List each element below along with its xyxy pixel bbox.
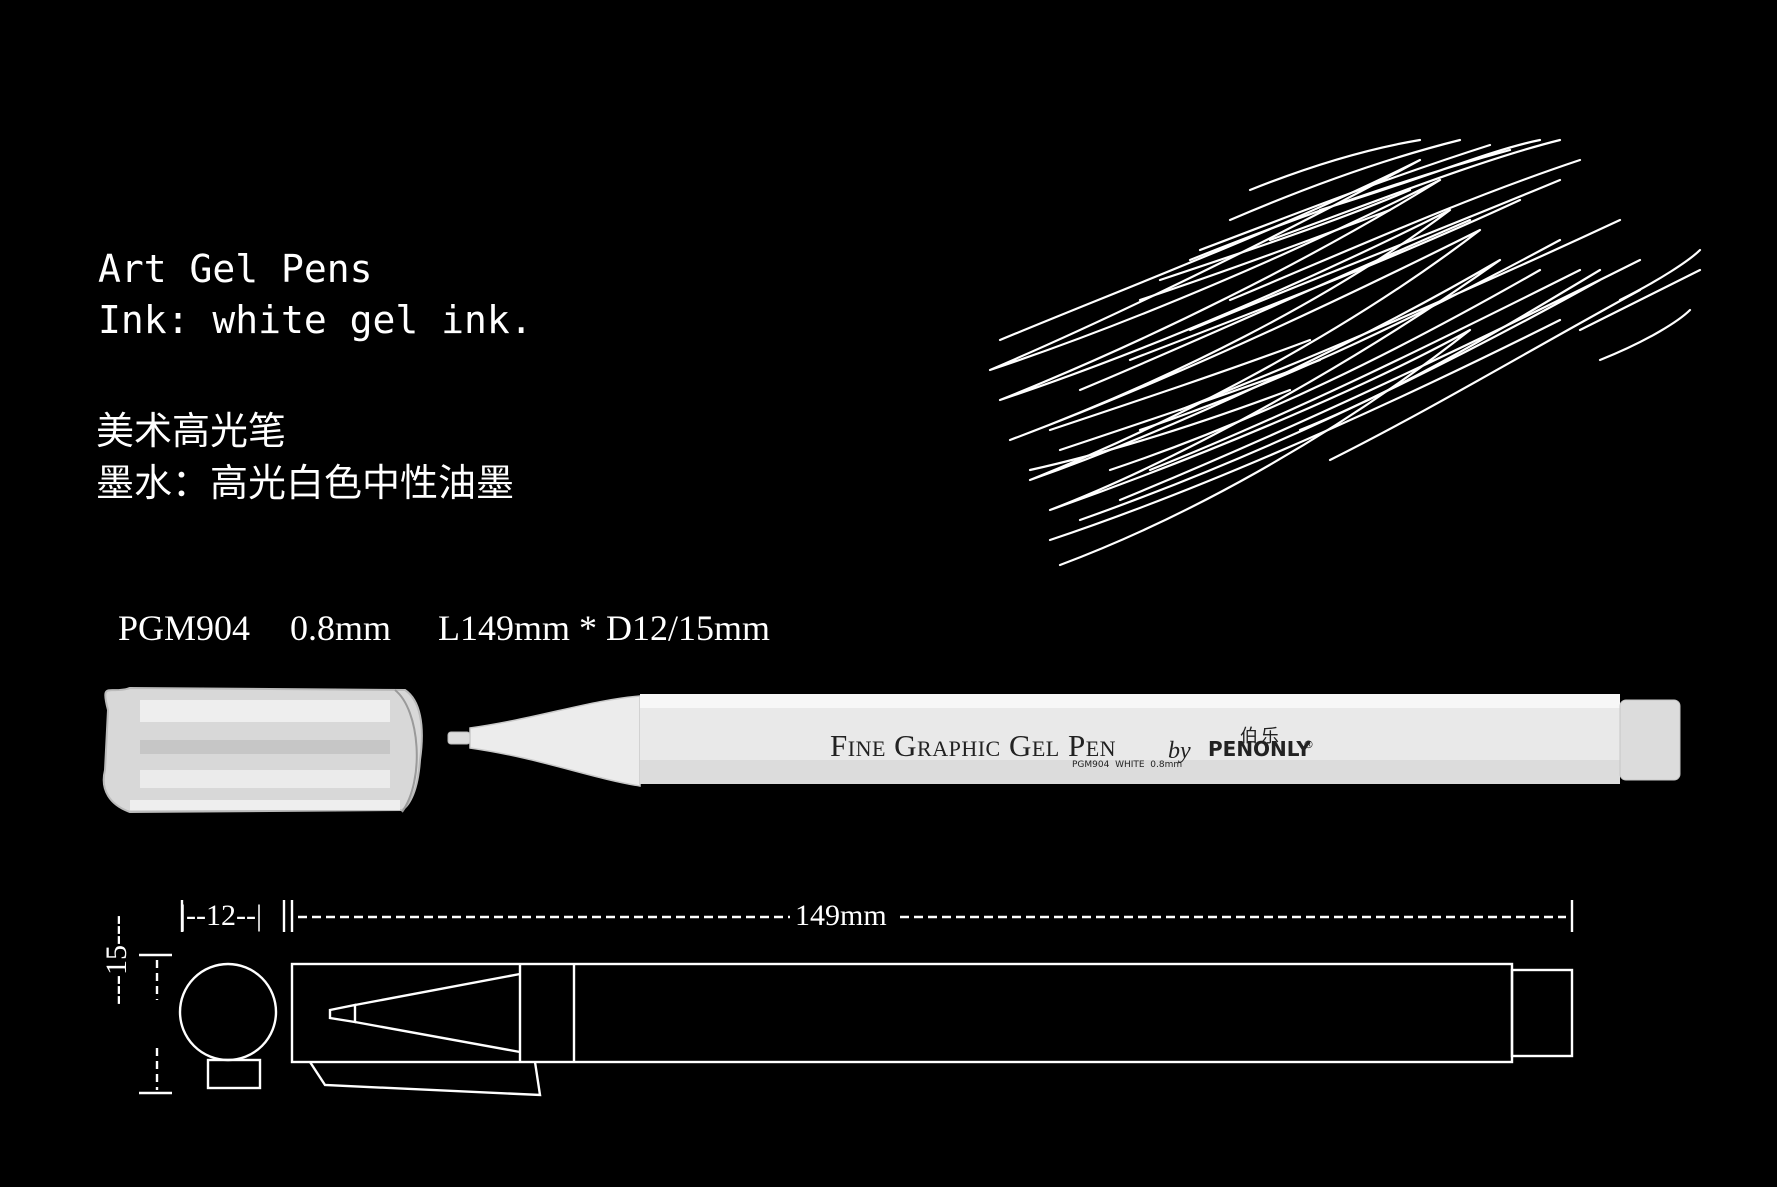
length-dimension-label: 149mm bbox=[795, 899, 887, 932]
pen-by-label: by bbox=[1168, 738, 1191, 764]
chinese-title: 美术高光笔 bbox=[96, 409, 287, 453]
pen-end-plug bbox=[1619, 699, 1681, 781]
pen-product-name: Fine Graphic Gel Pen bbox=[830, 728, 1117, 763]
english-ink-line: Ink: white gel ink. bbox=[98, 298, 533, 342]
pen-brand-cn: 伯乐 bbox=[1240, 726, 1282, 747]
chinese-ink-line: 墨水：高光白色中性油墨 bbox=[96, 461, 515, 505]
pen-dimensions: L149mm * D12/15mm bbox=[438, 608, 770, 648]
model-number: PGM904 bbox=[118, 608, 251, 648]
pen-cap bbox=[102, 686, 423, 814]
diameter-dimension-label: ---15--- bbox=[100, 915, 133, 1005]
pen-sub-label: PGM904 WHITE 0.8mm bbox=[1072, 760, 1183, 770]
english-title: Art Gel Pens bbox=[98, 247, 373, 291]
pen-brand: PENONLY bbox=[1208, 737, 1311, 761]
pen-registered-mark: ® bbox=[1303, 738, 1314, 751]
tip-size: 0.8mm bbox=[290, 608, 392, 648]
pen-cone bbox=[469, 695, 641, 787]
width-dimension-label: |--12--| bbox=[180, 899, 262, 932]
